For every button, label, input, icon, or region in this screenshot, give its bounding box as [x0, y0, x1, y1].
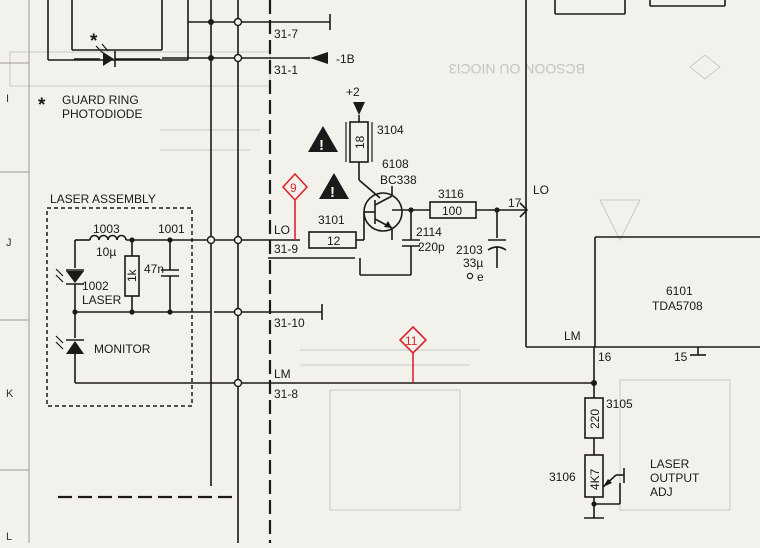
cap-1001-ref: 1001 [158, 222, 185, 236]
r3116-value: 100 [442, 204, 462, 218]
guard-ring-block: * * GUARD RING PHOTODIODE [38, 0, 189, 121]
r3106-ref: 3106 [549, 470, 576, 484]
transistor-ref: 6108 [382, 157, 409, 171]
measuring-point-11: 11 [398, 325, 428, 383]
resistor-3105: 220 3105 [584, 397, 633, 455]
transistor-part: BC338 [380, 173, 417, 187]
guard-photodiode-label: PHOTODIODE [62, 107, 142, 121]
ic-ref: 6101 [666, 284, 693, 298]
guard-star-legend-icon: * [38, 95, 46, 116]
connector-31-7: 31-7 [188, 14, 331, 41]
inductor-ref: 1003 [93, 222, 120, 236]
connector-31-9-label: 31-9 [274, 242, 298, 256]
c2103-value: 33µ [463, 256, 483, 270]
resistor-3101: 3101 12 [308, 211, 375, 249]
neg-supply-label: -1B [336, 52, 355, 66]
r3106-label-laser: LASER [650, 457, 690, 471]
ic-6101: LO LM 6101 TDA5708 16 15 [519, 0, 760, 398]
inductor-value: 10µ [96, 245, 116, 259]
connector-31-7-label: 31-7 [274, 27, 298, 41]
guard-star-icon: * [90, 31, 98, 52]
c2114-value: 220p [418, 240, 445, 254]
laser-assembly-title: LASER ASSEMBLY [50, 192, 156, 206]
svg-text:!: ! [330, 184, 335, 201]
supply-arrow-icon [353, 102, 365, 115]
supply-and-r3104: +2 18 3104 [345, 85, 404, 199]
r3106-value: 4K7 [588, 468, 602, 490]
r3101-ref: 3101 [318, 213, 345, 227]
r3106-label-adj: ADJ [650, 485, 673, 499]
ic-pin-arrow-icon [519, 202, 529, 218]
supply-pos-label: +2 [346, 85, 360, 99]
r3116-ref: 3116 [438, 187, 464, 201]
r3105-value: 220 [588, 409, 602, 429]
warning-triangle-icon: ! [319, 173, 349, 201]
potentiometer-3106: 4K7 3106 LASER OUTPUT ADJ [549, 454, 700, 519]
connector-31-1-label: 31-1 [274, 63, 298, 77]
ghost-text: BCSOON OU NIOCI3 [449, 61, 585, 77]
connector-31-1: 31-1 -1B [162, 52, 355, 77]
connector-31-10-label: 31-10 [274, 316, 305, 330]
row-marker-j: J [6, 237, 12, 249]
row-marker-i: I [6, 93, 9, 105]
ic-part: TDA5708 [652, 299, 703, 313]
cap-47n-value: 47n [144, 262, 164, 276]
resistor-1k-value: 1k [125, 268, 139, 282]
svg-text:!: ! [319, 137, 324, 154]
monitor-label: MONITOR [94, 342, 151, 356]
inductor-1003-icon [89, 234, 127, 241]
lo-label-left: LO [274, 223, 290, 237]
warning-triangle-icon: ! [308, 126, 338, 154]
guard-photodiode-icon [95, 43, 160, 67]
c2103-ref: 2103 [456, 243, 483, 257]
ic-pin-16: 16 [598, 350, 612, 364]
r3101-value: 12 [327, 234, 341, 248]
r3104-ref: 3104 [377, 123, 404, 137]
row-marker-k: K [6, 388, 14, 400]
lm-label-left: LM [274, 367, 291, 381]
c2103-terminal: e [477, 270, 484, 284]
connector-31-8: LM 31-8 [233, 367, 597, 401]
laser-diode-icon [55, 268, 84, 285]
marker-11-label: 11 [405, 334, 418, 348]
marker-9-label: 9 [290, 181, 297, 195]
r3105-ref: 3105 [606, 397, 633, 411]
terminal-e-icon [466, 272, 474, 280]
laser-diode-ref: 1002 [82, 279, 109, 293]
guard-ring-label: GUARD RING [62, 93, 139, 107]
row-marker-l: L [6, 531, 12, 543]
connector-31-9: LO 31-9 [214, 223, 355, 259]
ic-pin-15: 15 [674, 350, 688, 364]
background-show-through: BCSOON OU NIOCI3 [9, 51, 731, 511]
ic-pin-17: 17 [508, 196, 522, 210]
laser-diode-label: LASER [82, 293, 122, 307]
output-network: 2114 220p 3116 100 2103 33µ e 17 [359, 187, 526, 284]
margin-grid: I J K L [0, 0, 30, 543]
connector-31-10: 31-10 [214, 304, 323, 330]
transistor-6108: 6108 BC338 [363, 157, 417, 240]
measuring-point-9: 9 [281, 172, 309, 240]
c2114-ref: 2114 [416, 225, 442, 239]
ic-pin-lm: LM [564, 329, 581, 343]
connector-31-8-label: 31-8 [274, 387, 298, 401]
r3104-value: 18 [353, 135, 367, 149]
monitor-photodiode-icon [55, 335, 84, 354]
r3106-label-output: OUTPUT [650, 471, 700, 485]
ic-pin-lo: LO [533, 183, 549, 197]
laser-assembly: LASER ASSEMBLY 1003 10µ 1001 1002 LASER … [46, 192, 238, 407]
